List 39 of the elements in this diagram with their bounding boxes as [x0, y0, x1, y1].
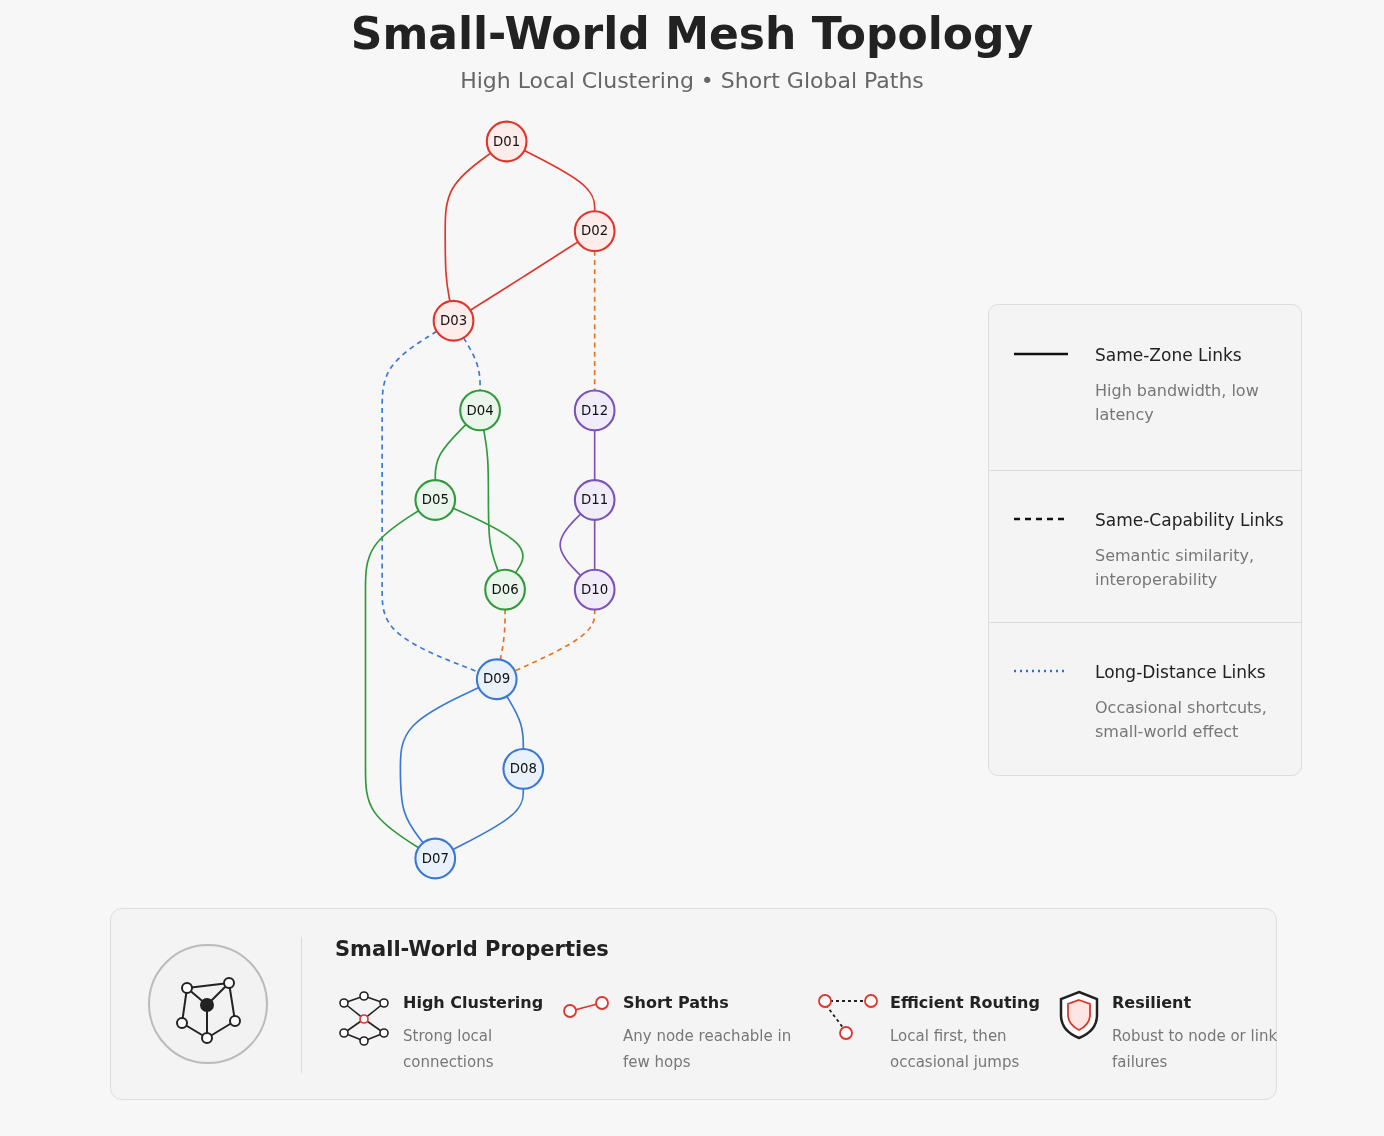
- legend-text: Same-Capability Links: [1095, 510, 1284, 530]
- node-circle: D04: [459, 389, 501, 432]
- node-circle: D11: [573, 479, 616, 521]
- node-circle: D10: [573, 568, 616, 611]
- node-circle: D09: [475, 658, 518, 701]
- property-description: Strong local connections: [403, 1026, 495, 1073]
- connector: [381, 330, 480, 673]
- connector: [559, 513, 582, 577]
- property-description: Local first, then occasional jumps: [890, 1026, 1021, 1073]
- legend-text: Long-Distance Links: [1095, 662, 1266, 682]
- connector: [399, 686, 480, 844]
- property-title: Short Paths: [623, 993, 729, 1012]
- node-circle: D07: [414, 837, 457, 880]
- subtitle: High Local Clustering • Short Global Paths: [460, 68, 924, 93]
- node-circle: D02: [573, 210, 616, 252]
- connector: [364, 509, 420, 849]
- connector: [452, 507, 524, 574]
- legend-description: High bandwidth, low latency: [1095, 380, 1260, 426]
- connector: [482, 429, 499, 572]
- property-title: High Clustering: [403, 993, 544, 1012]
- legend-text: Same-Zone Links: [1095, 345, 1242, 365]
- legend-description: Semantic similarity, interoperability: [1095, 545, 1256, 591]
- connector: [434, 423, 467, 481]
- property-description: Any node reachable in few hops: [623, 1026, 793, 1073]
- property-title: Resilient: [1112, 993, 1192, 1012]
- node-circle: D03: [432, 299, 475, 342]
- legend-description: Occasional shortcuts, small-world effect: [1095, 697, 1268, 743]
- property-title: Efficient Routing: [890, 993, 1040, 1012]
- node-circle: D05: [414, 479, 457, 521]
- panel-heading: Small-World Properties: [335, 937, 609, 961]
- node-circle: D01: [485, 120, 528, 163]
- connector: [469, 241, 579, 312]
- node-circle: D12: [573, 389, 616, 432]
- connector: [506, 695, 525, 750]
- node-circle: D08: [502, 748, 545, 790]
- property-description: Robust to node or link failures: [1112, 1026, 1279, 1073]
- node-circle: D06: [484, 568, 526, 611]
- title: Small-World Mesh Topology: [349, 8, 1035, 59]
- connector: [593, 250, 596, 392]
